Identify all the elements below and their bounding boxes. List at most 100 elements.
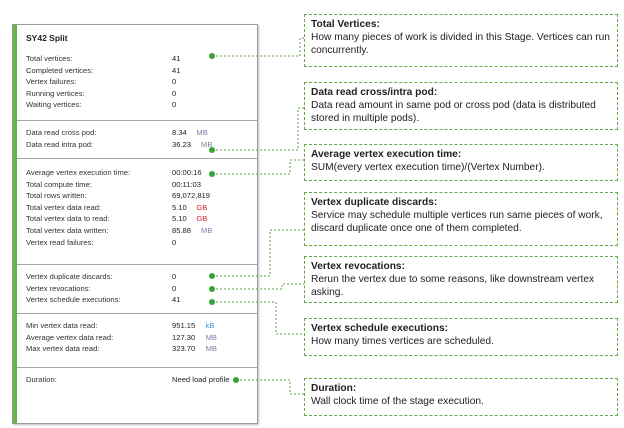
stat-row: Vertex revocations: 0 xyxy=(26,283,254,294)
connector-dot xyxy=(209,53,215,59)
stat-label: Vertex duplicate discards: xyxy=(26,272,113,281)
callout-revocations: Vertex revocations: Rerun the vertex due… xyxy=(304,256,618,303)
callout-text: How many times vertices are scheduled. xyxy=(311,336,494,347)
stat-value: 0 xyxy=(172,283,177,293)
stat-unit: MB xyxy=(205,332,217,342)
stat-value: 41 xyxy=(172,295,181,305)
stat-label: Average vertex execution time: xyxy=(26,168,131,177)
stat-value: 0 xyxy=(172,88,177,98)
connector-dot xyxy=(209,299,215,305)
stat-label: Running vertices: xyxy=(26,88,85,98)
stat-row: Vertex duplicate discards: 0 xyxy=(26,271,254,282)
stat-value: 8.34 xyxy=(172,128,187,137)
callout-duration: Duration: Wall clock time of the stage e… xyxy=(304,378,618,416)
stat-unit: GB xyxy=(196,202,208,212)
stat-value: 00:00:16 xyxy=(172,168,202,177)
stat-label: Max vertex data read: xyxy=(26,344,100,354)
callout-total-vertices: Total Vertices: How many pieces of work … xyxy=(304,14,618,67)
stat-row: Average vertex data read: 127.30 MB xyxy=(26,332,254,343)
stat-row: Running vertices: 0 xyxy=(26,88,254,99)
stat-label: Data read cross pod: xyxy=(26,128,97,137)
callout-avg-exec-time: Average vertex execution time: SUM(every… xyxy=(304,144,618,181)
stat-unit: MB xyxy=(205,344,217,354)
stat-row: Max vertex data read: 323.70 MB xyxy=(26,343,254,354)
stat-value: 41 xyxy=(172,54,181,63)
connector-dot xyxy=(209,147,215,153)
stat-value: 0 xyxy=(172,77,177,87)
stat-value: 0 xyxy=(172,237,177,247)
stat-value: 00:11:03 xyxy=(172,179,201,189)
stat-row: Total vertex data read: 5.10 GB xyxy=(26,202,254,213)
connector-dot xyxy=(209,286,215,292)
stat-value: 41 xyxy=(172,65,181,75)
stat-value: 36.23 xyxy=(172,139,192,149)
section-divider xyxy=(17,367,257,368)
callout-title: Vertex duplicate discards: xyxy=(311,197,438,208)
panel-title: SY42 Split xyxy=(26,33,68,43)
stat-label: Total vertex data written: xyxy=(26,226,109,235)
connector-dot xyxy=(209,171,215,177)
stat-value: 0 xyxy=(172,100,177,110)
stat-label: Total vertices: xyxy=(26,54,73,63)
panel-accent-bar xyxy=(13,25,17,423)
stat-row: Duration: Need load profile xyxy=(26,374,254,385)
callout-title: Duration: xyxy=(311,383,357,394)
callout-schedule-executions: Vertex schedule executions: How many tim… xyxy=(304,318,618,356)
stat-value: 0 xyxy=(172,272,177,281)
callout-text: Service may schedule multiple vertices r… xyxy=(311,210,603,234)
stat-value: 85.88 xyxy=(172,226,192,235)
stat-label: Total vertex data read: xyxy=(26,202,102,212)
stat-row: Total vertices: 41 xyxy=(26,53,254,64)
callout-title: Vertex schedule executions: xyxy=(311,323,449,334)
stat-row: Total compute time:00:11:03 xyxy=(26,179,254,190)
stat-value: 323.70 xyxy=(172,344,196,354)
stat-value: Need load profile xyxy=(172,375,230,384)
callout-text: SUM(every vertex execution time)/(Vertex… xyxy=(311,162,545,173)
callout-text: Rerun the vertex due to some reasons, li… xyxy=(311,274,595,298)
stat-row: Vertex schedule executions: 41 xyxy=(26,294,254,305)
stat-row: Waiting vertices: 0 xyxy=(26,99,254,110)
stat-row: Completed vertices: 41 xyxy=(26,65,254,76)
stat-value: 127.30 xyxy=(172,332,196,342)
stat-row: Min vertex data read: 951.15 kB xyxy=(26,320,254,331)
connector-dot xyxy=(209,273,215,279)
stat-value: 5.10 xyxy=(172,202,187,212)
callout-title: Vertex revocations: xyxy=(311,261,405,272)
stat-label: Vertex read failures: xyxy=(26,237,94,247)
stat-label: Average vertex data read: xyxy=(26,332,114,342)
callout-title: Average vertex execution time: xyxy=(311,149,462,160)
stat-label: Completed vertices: xyxy=(26,65,94,75)
stat-label: Min vertex data read: xyxy=(26,321,98,330)
stat-label: Vertex schedule executions: xyxy=(26,295,121,305)
stat-row: Average vertex execution time: 00:00:16 xyxy=(26,167,254,178)
section-divider xyxy=(17,313,257,314)
section-divider xyxy=(17,264,257,265)
callout-title: Total Vertices: xyxy=(311,19,380,30)
callout-data-read-pod: Data read cross/intra pod: Data read amo… xyxy=(304,82,618,130)
stat-value: 5.10 xyxy=(172,214,187,224)
callout-text: How many pieces of work is divided in th… xyxy=(311,32,610,56)
connector-dot xyxy=(233,377,239,383)
stat-label: Total vertex data to read: xyxy=(26,214,110,224)
stat-label: Waiting vertices: xyxy=(26,100,82,110)
callout-text: Data read amount in same pod or cross po… xyxy=(311,100,596,124)
stat-row: Vertex read failures: 0 xyxy=(26,237,254,248)
stat-unit: MB xyxy=(201,226,213,235)
stat-label: Vertex failures: xyxy=(26,77,77,87)
callout-title: Data read cross/intra pod: xyxy=(311,87,438,98)
stat-label: Duration: xyxy=(26,375,57,384)
stat-unit: kB xyxy=(205,321,215,330)
section-divider xyxy=(17,158,257,159)
stat-unit: MB xyxy=(201,139,213,149)
stat-row: Total vertex data written: 85.88 MB xyxy=(26,225,254,236)
stat-value: 69,072,819 xyxy=(172,191,211,201)
section-divider xyxy=(17,120,257,121)
callout-duplicate-discards: Vertex duplicate discards: Service may s… xyxy=(304,192,618,246)
stat-value: 951.15 xyxy=(172,321,196,330)
stat-label: Vertex revocations: xyxy=(26,283,91,293)
